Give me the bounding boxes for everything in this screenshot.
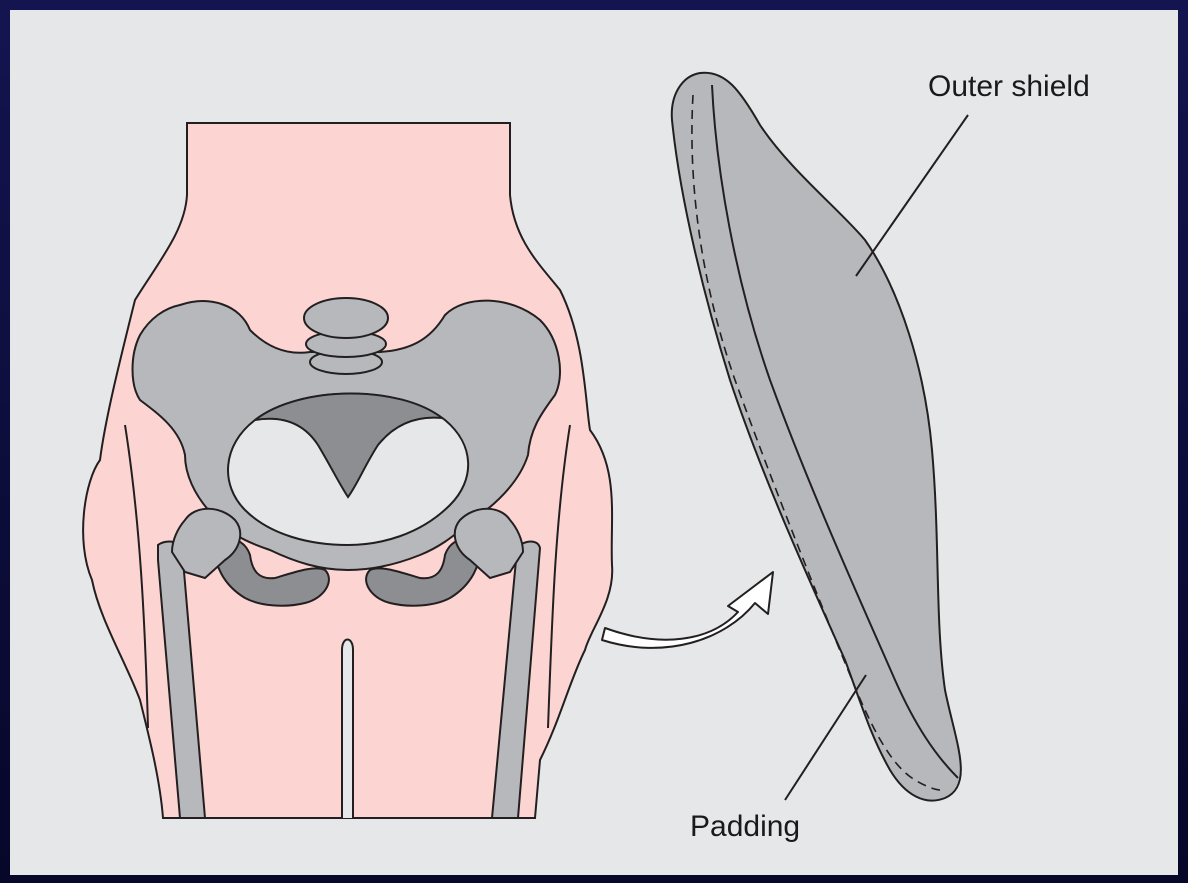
pelvis xyxy=(133,298,561,606)
padding-leader xyxy=(785,675,866,800)
arrow-shape xyxy=(602,572,773,648)
vertebra-upper xyxy=(304,298,388,338)
outer-shield-label: Outer shield xyxy=(928,70,1090,103)
protector-padding xyxy=(672,73,961,801)
hip-protector xyxy=(672,73,961,801)
padding-label: Padding xyxy=(690,810,800,843)
groin-line xyxy=(342,640,353,819)
outer-shield-leader xyxy=(856,115,968,276)
curved-arrow-icon xyxy=(602,572,773,648)
